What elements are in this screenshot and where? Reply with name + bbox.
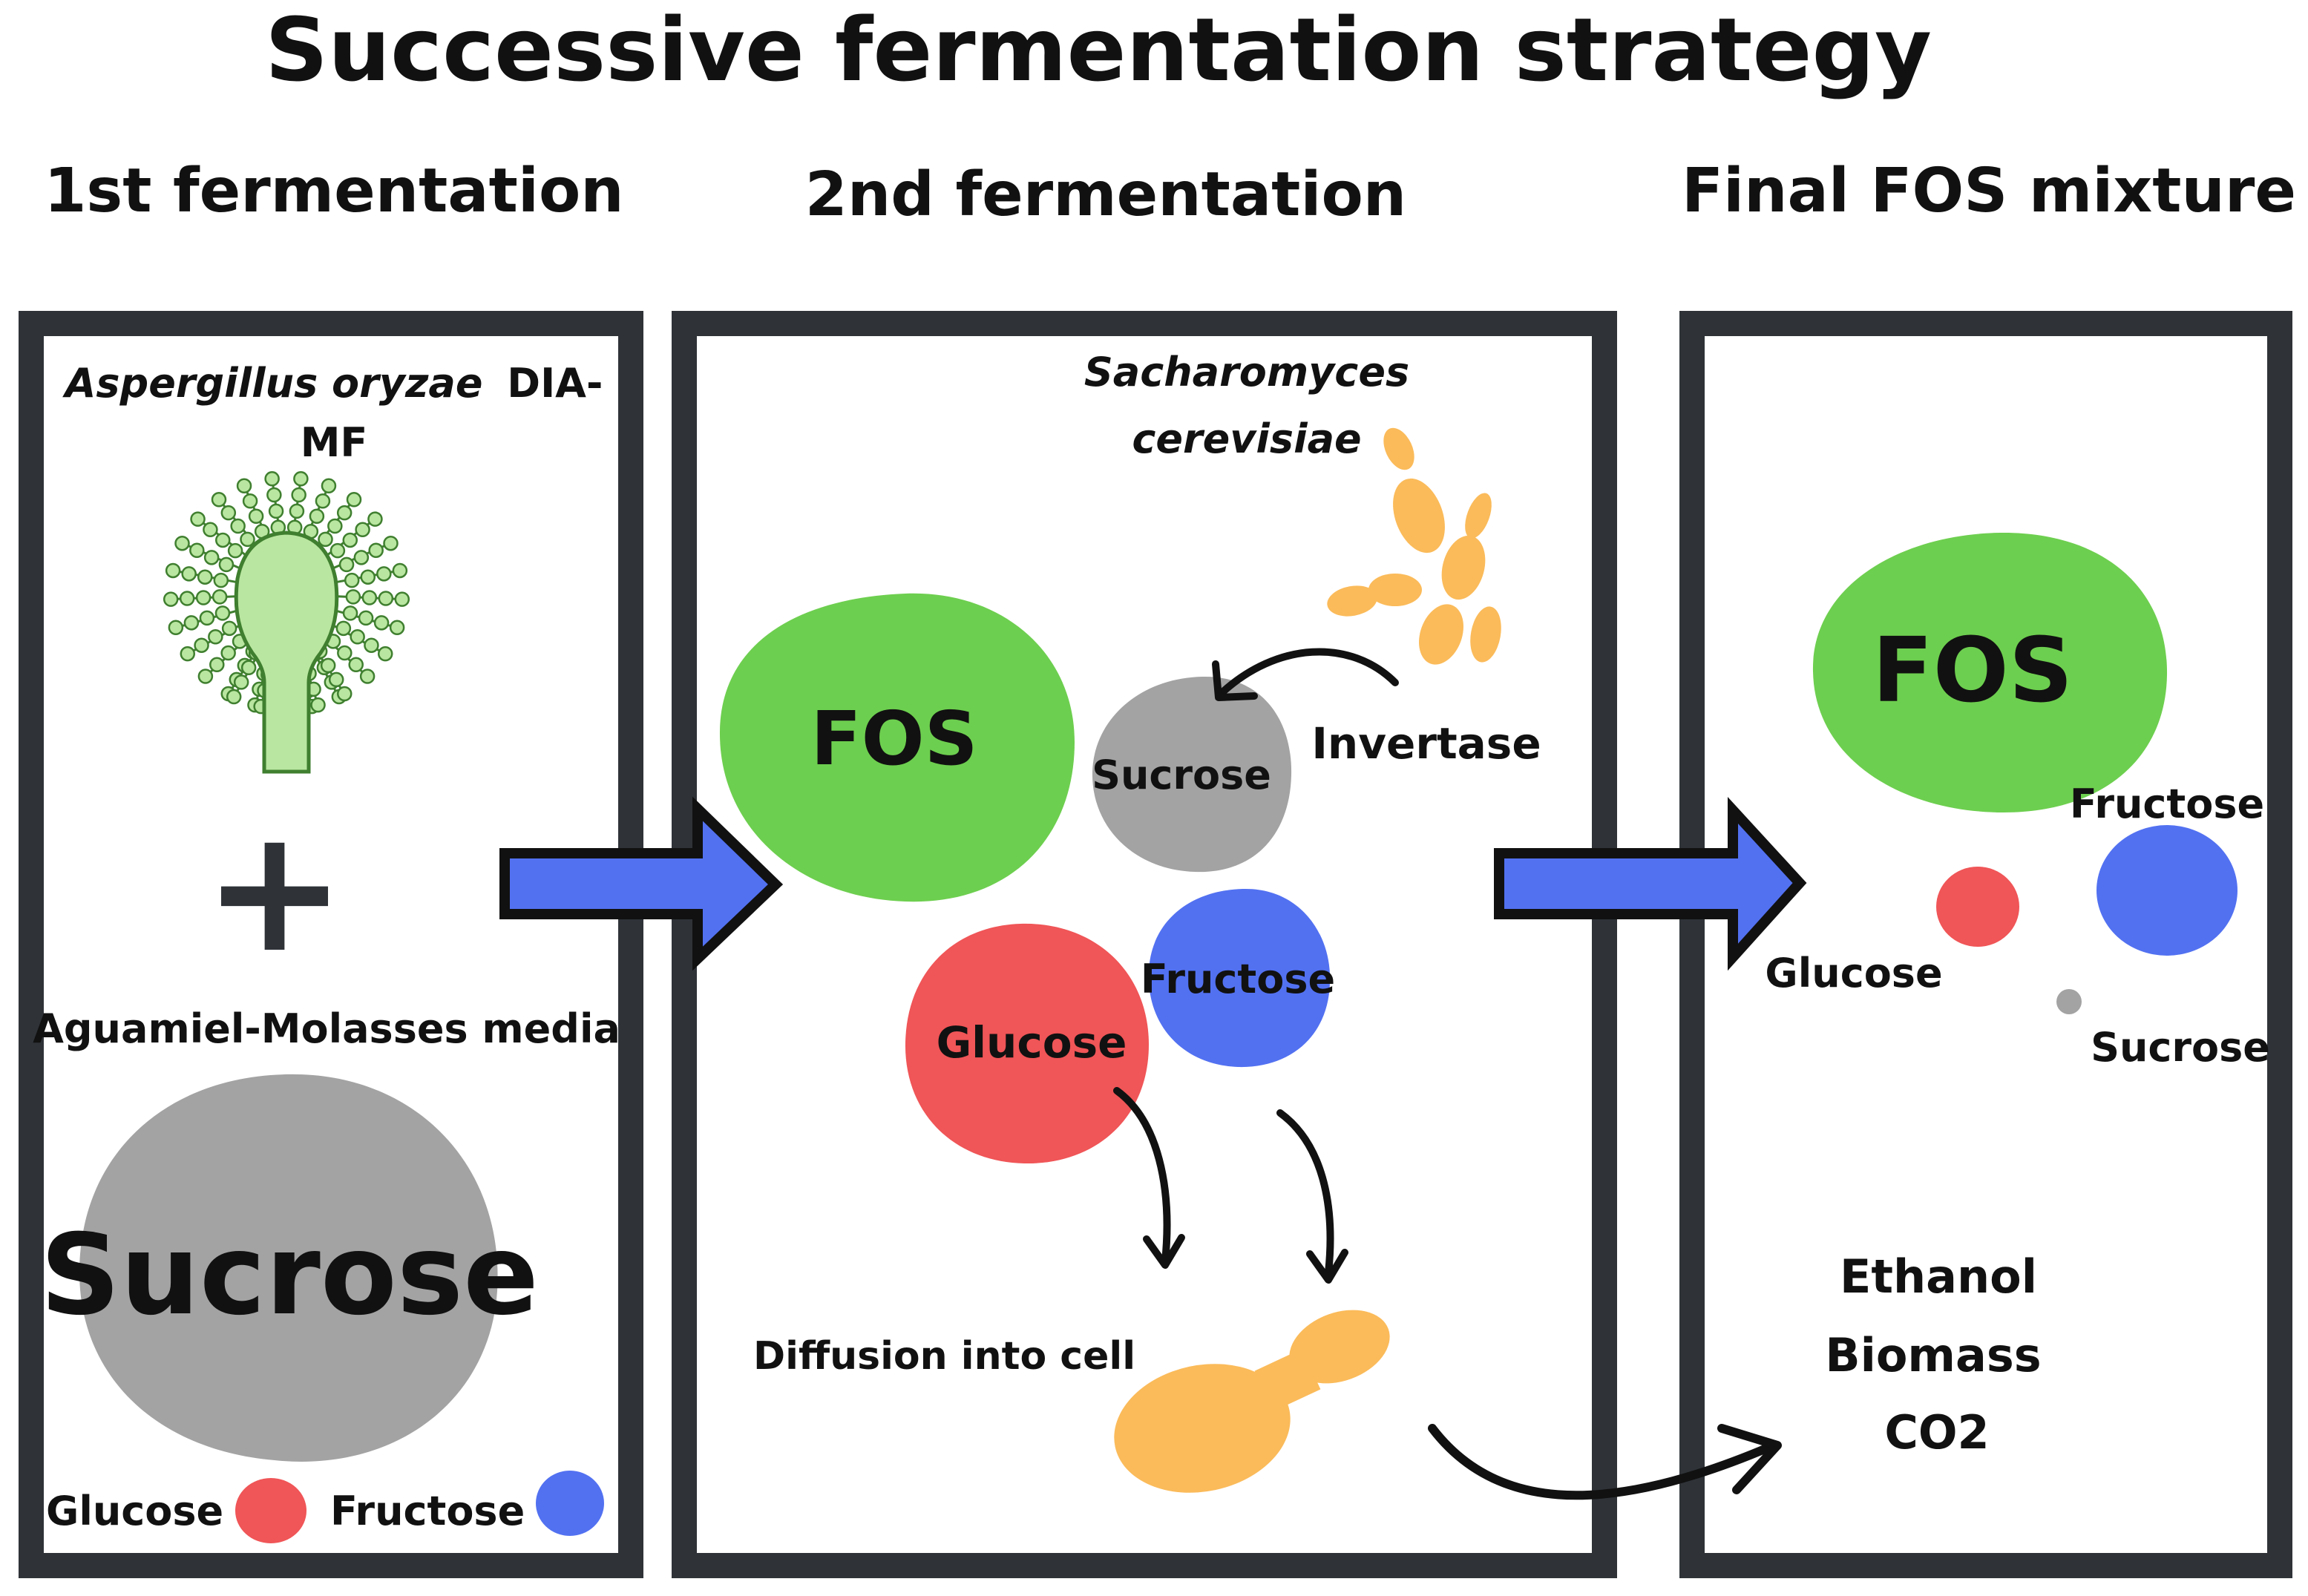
flow-arrow-2	[1494, 797, 1807, 971]
fos-label-panel3: FOS	[1872, 620, 2073, 723]
sucrose-blob-large	[79, 1074, 498, 1462]
fructose-diffusion-arrow	[1276, 1109, 1334, 1276]
sucrose-label-panel2: Sucrose	[1092, 752, 1271, 798]
yeast-cluster-icon	[1327, 427, 1501, 665]
product-biomass: Biomass	[1825, 1328, 2041, 1382]
glucose-diffusion-arrow	[1113, 1087, 1171, 1265]
diffusion-label: Diffusion into cell	[753, 1334, 1135, 1379]
fructose-dot-panel3	[2096, 825, 2237, 956]
flow-arrow-1	[499, 796, 784, 971]
heading-final-fos-mixture: Final FOS mixture	[1682, 156, 2296, 226]
fructose-legend-dot	[536, 1471, 604, 1536]
glucose-label-panel3: Glucose	[1765, 950, 1942, 996]
fructose-label-panel3: Fructose	[2070, 781, 2264, 827]
products-arrowhead	[1717, 1424, 1782, 1494]
fructose-blob-panel2	[1148, 888, 1331, 1068]
fructose-label-panel2: Fructose	[1141, 956, 1335, 1002]
aspergillus-conidiophore-icon	[163, 470, 410, 774]
products-arrow	[1428, 1424, 1774, 1500]
product-co2: CO2	[1884, 1405, 1989, 1459]
yeast-cell-icon	[1114, 1310, 1390, 1493]
glucose-dot-panel3	[1936, 867, 2019, 947]
sucrose-blob-panel2	[1092, 676, 1292, 873]
sucrose-label-large: Sucrose	[40, 1211, 539, 1340]
organism-aspergillus: Aspergillus oryzae DIA-	[62, 360, 603, 407]
fructose-diffusion-arrowhead	[1306, 1249, 1348, 1284]
sucrose-dot-panel3	[2056, 989, 2082, 1014]
product-ethanol: Ethanol	[1840, 1249, 2037, 1304]
panel-3-frame	[1679, 311, 2292, 1578]
heading-2nd-fermentation: 2nd fermentation	[805, 160, 1406, 230]
glucose-legend-label: Glucose	[46, 1488, 223, 1534]
invertase-arrowhead	[1212, 660, 1258, 701]
fructose-legend-label: Fructose	[330, 1488, 525, 1534]
invertase-label: Invertase	[1311, 718, 1541, 769]
diagram-title: Successive fermentation strategy	[265, 0, 1932, 101]
organism-aspergillus-italic: Aspergillus oryzae	[62, 360, 483, 407]
heading-1st-fermentation: 1st fermentation	[44, 156, 623, 226]
invertase-arrow	[1217, 648, 1399, 697]
fos-blob-panel3	[1812, 532, 2168, 812]
glucose-diffusion-arrowhead	[1143, 1234, 1185, 1269]
sucrose-label-panel3: Sucrose	[2091, 1024, 2270, 1071]
organism-saccharomyces-line1: Sacharomyces	[1084, 349, 1409, 395]
organism-aspergillus-strain-a: DIA-	[507, 360, 603, 407]
glucose-blob-panel2	[905, 923, 1149, 1164]
glucose-legend-dot	[235, 1478, 306, 1543]
plus-sign: +	[203, 792, 347, 991]
organism-saccharomyces-line2: cerevisiae	[1132, 416, 1361, 462]
glucose-label-panel2: Glucose	[937, 1017, 1127, 1068]
panel-2-frame	[672, 311, 1617, 1578]
fos-label-panel2: FOS	[810, 695, 977, 782]
fos-blob-panel2	[719, 593, 1075, 902]
organism-aspergillus-strain-b: MF	[301, 419, 368, 466]
panel-1-frame	[19, 311, 643, 1578]
media-label: Aguamiel-Molasses media	[33, 1005, 620, 1052]
